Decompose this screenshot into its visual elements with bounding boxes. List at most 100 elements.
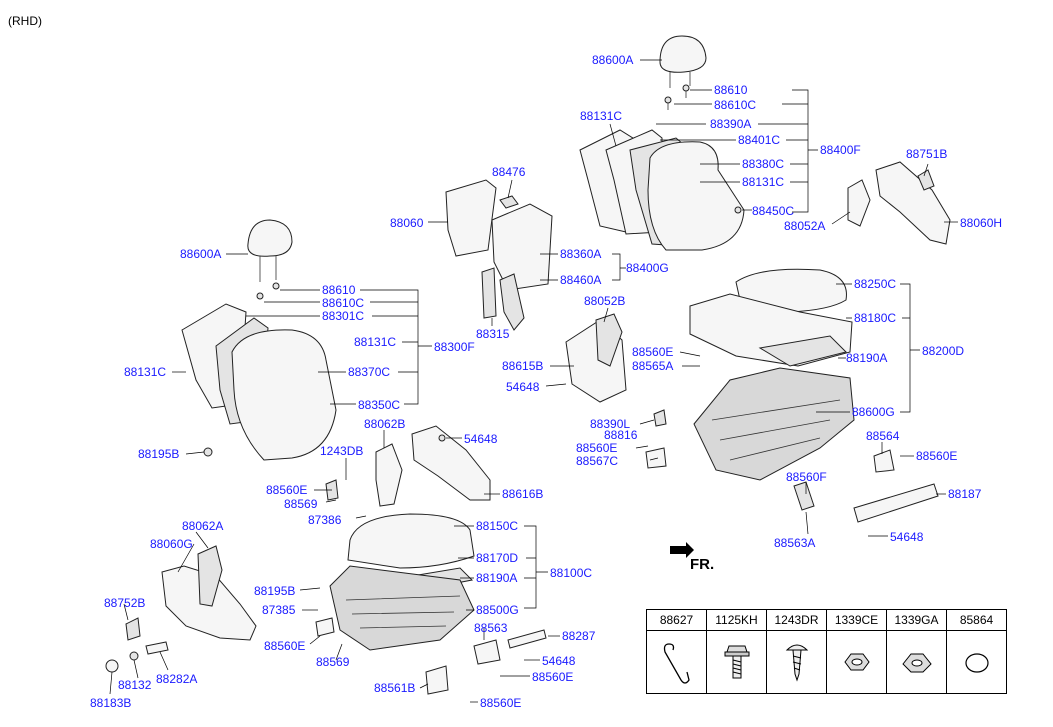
part-label: 88569 — [284, 497, 318, 511]
part-label: 88300F — [434, 340, 475, 354]
part-label: 88062B — [364, 417, 405, 431]
part-label: 87386 — [308, 513, 342, 527]
part-label: 88610C — [322, 296, 364, 310]
seat-frame-middle — [315, 479, 547, 695]
part-label: 88752B — [104, 596, 145, 610]
part-label: 88560E — [532, 670, 573, 684]
part-label: 88600A — [592, 53, 633, 67]
legend-icon-cell — [946, 630, 1007, 694]
fastener-legend-table: 88627 1125KH 1243DR 1339CE 1339GA 85864 — [646, 609, 1007, 694]
part-label: 88190A — [476, 571, 517, 585]
part-label: 88563 — [474, 621, 508, 635]
part-label: 88195B — [138, 447, 179, 461]
part-label: 88400F — [820, 143, 861, 157]
part-label: 88565A — [632, 359, 673, 373]
part-label: 88301C — [322, 309, 364, 323]
part-label: 88360A — [560, 247, 601, 261]
part-label: 88195B — [254, 584, 295, 598]
part-label: 54648 — [890, 530, 924, 544]
part-label: 88052A — [784, 219, 825, 233]
part-label: 88610C — [714, 98, 756, 112]
seatback-middle-parts — [445, 179, 553, 331]
seat-frame-right — [645, 367, 939, 523]
part-label: 88476 — [492, 165, 526, 179]
part-label: 88450C — [752, 204, 794, 218]
part-label: 88600A — [180, 247, 221, 261]
part-label: 88401C — [738, 133, 780, 147]
part-label: 88060G — [150, 537, 193, 551]
part-label: 88190A — [846, 351, 887, 365]
part-label: 88315 — [476, 327, 510, 341]
part-label: 88062A — [182, 519, 223, 533]
side-shield-lower-left — [105, 545, 257, 673]
legend-header-cell: 1339GA — [886, 609, 947, 631]
part-label: 88200D — [922, 344, 964, 358]
part-label: 87385 — [262, 603, 296, 617]
part-label: 88560E — [480, 696, 521, 710]
side-shield-middle — [375, 425, 491, 507]
part-label: 88187 — [948, 487, 982, 501]
clip-nut-icon — [901, 653, 932, 672]
grommet-icon — [964, 652, 989, 673]
legend-icon-cell — [826, 630, 887, 694]
legend-header-cell: 1243DR — [766, 609, 827, 631]
part-label: 88560E — [576, 441, 617, 455]
part-label: 54648 — [542, 654, 576, 668]
part-label: 88560F — [786, 470, 827, 484]
part-label: 88569 — [316, 655, 350, 669]
part-label: 88610 — [714, 83, 748, 97]
part-label: 88816 — [604, 428, 638, 442]
tapping-screw-icon — [785, 644, 808, 682]
part-label: 88560E — [264, 639, 305, 653]
part-label: 88282A — [156, 672, 197, 686]
part-label: 88567C — [576, 454, 618, 468]
part-label: 88751B — [906, 147, 947, 161]
part-label: 88380C — [742, 157, 784, 171]
part-label: 88400G — [626, 261, 669, 275]
part-label: 88170D — [476, 551, 518, 565]
leader-lines — [109, 59, 958, 703]
seatback-left-parts — [181, 303, 337, 461]
bolt-upper — [664, 84, 690, 110]
part-label: 88132 — [118, 678, 152, 692]
part-label: 88180C — [854, 311, 896, 325]
part-label: 88560E — [632, 345, 673, 359]
part-label: 88564 — [866, 429, 900, 443]
part-label: 88370C — [348, 365, 390, 379]
part-label: 88390A — [710, 117, 751, 131]
part-label: 88560E — [266, 483, 307, 497]
headrest-upper — [659, 35, 707, 88]
legend-icon-cell — [646, 630, 707, 694]
legend-header-cell: 88627 — [646, 609, 707, 631]
part-label: 1243DB — [320, 444, 363, 458]
part-label: 54648 — [506, 380, 540, 394]
part-label: 88150C — [476, 519, 518, 533]
legend-icon-row — [646, 630, 1007, 694]
rhd-note: (RHD) — [8, 14, 42, 28]
part-label: 88600G — [852, 405, 895, 419]
part-label: 88060 — [390, 216, 424, 230]
wire-clip-icon — [663, 642, 690, 684]
part-label: 88563A — [774, 536, 815, 550]
legend-icon-cell — [886, 630, 947, 694]
legend-icon-cell — [766, 630, 827, 694]
part-label: 88287 — [562, 629, 596, 643]
part-label: 88250C — [854, 277, 896, 291]
part-label: 88561B — [374, 681, 415, 695]
part-label: 88131C — [124, 365, 166, 379]
recliner-bracket — [565, 313, 627, 403]
part-label: 88350C — [358, 398, 400, 412]
part-label: 88131C — [580, 109, 622, 123]
part-label: 88052B — [584, 294, 625, 308]
flange-bolt-icon — [724, 645, 749, 678]
side-cover-upper-right — [847, 161, 951, 245]
seat-cushion-right — [689, 268, 853, 367]
front-arrow-icon — [670, 542, 694, 558]
part-labels: 88600A 88610 88610C 88131C 88390A 88401C… — [90, 53, 1002, 710]
part-label: 88100C — [550, 566, 592, 580]
part-label: 88610 — [322, 283, 356, 297]
legend-header-cell: 1125KH — [706, 609, 767, 631]
part-label: 88460A — [560, 273, 601, 287]
part-label: 88131C — [354, 335, 396, 349]
hex-nut-icon — [843, 653, 870, 670]
